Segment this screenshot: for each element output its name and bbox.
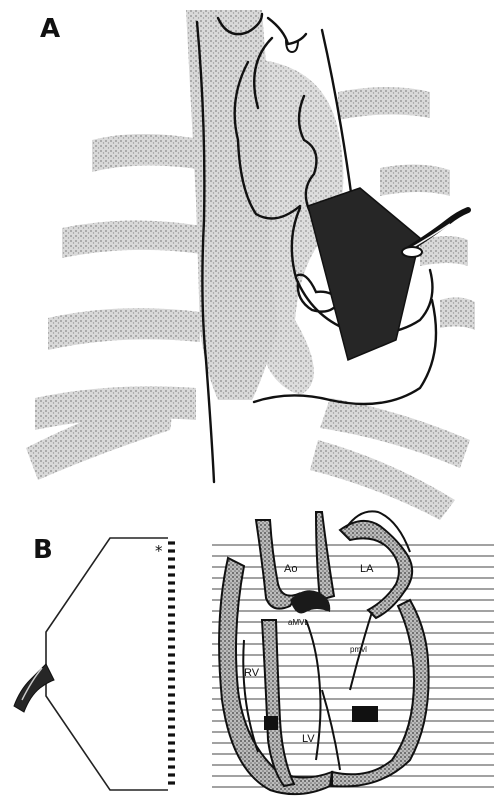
label-rv: RV (244, 667, 260, 679)
probe-marker-star: * (155, 542, 163, 560)
left-rib-2 (62, 220, 202, 258)
left-rib-3 (48, 308, 200, 350)
sector-outline (46, 538, 168, 790)
panel-b-heart: Ao LA aMVL pmvl RV LV (212, 511, 494, 794)
label-lv: LV (302, 733, 315, 745)
left-ribs (26, 134, 205, 480)
label-la: LA (360, 563, 374, 575)
panel-a-chest (26, 10, 475, 520)
right-rib-2 (380, 164, 450, 196)
probe-tip (402, 247, 422, 257)
label-pmvl: pmvl (350, 645, 367, 654)
papillary-muscle-rv (264, 716, 278, 730)
left-ventricle-wall (332, 600, 429, 786)
right-rib-1 (338, 87, 430, 120)
panel-b-sector: * (14, 538, 175, 790)
papillary-muscle-lv (352, 706, 378, 722)
right-rib-4 (440, 297, 475, 330)
depth-scale (168, 543, 175, 783)
chordae-line (322, 690, 340, 770)
label-amvl: aMVL (288, 618, 309, 627)
transducer-probe (308, 188, 420, 360)
left-rib-1 (92, 134, 205, 172)
sector-transducer (14, 664, 54, 712)
label-ao: Ao (284, 563, 297, 575)
